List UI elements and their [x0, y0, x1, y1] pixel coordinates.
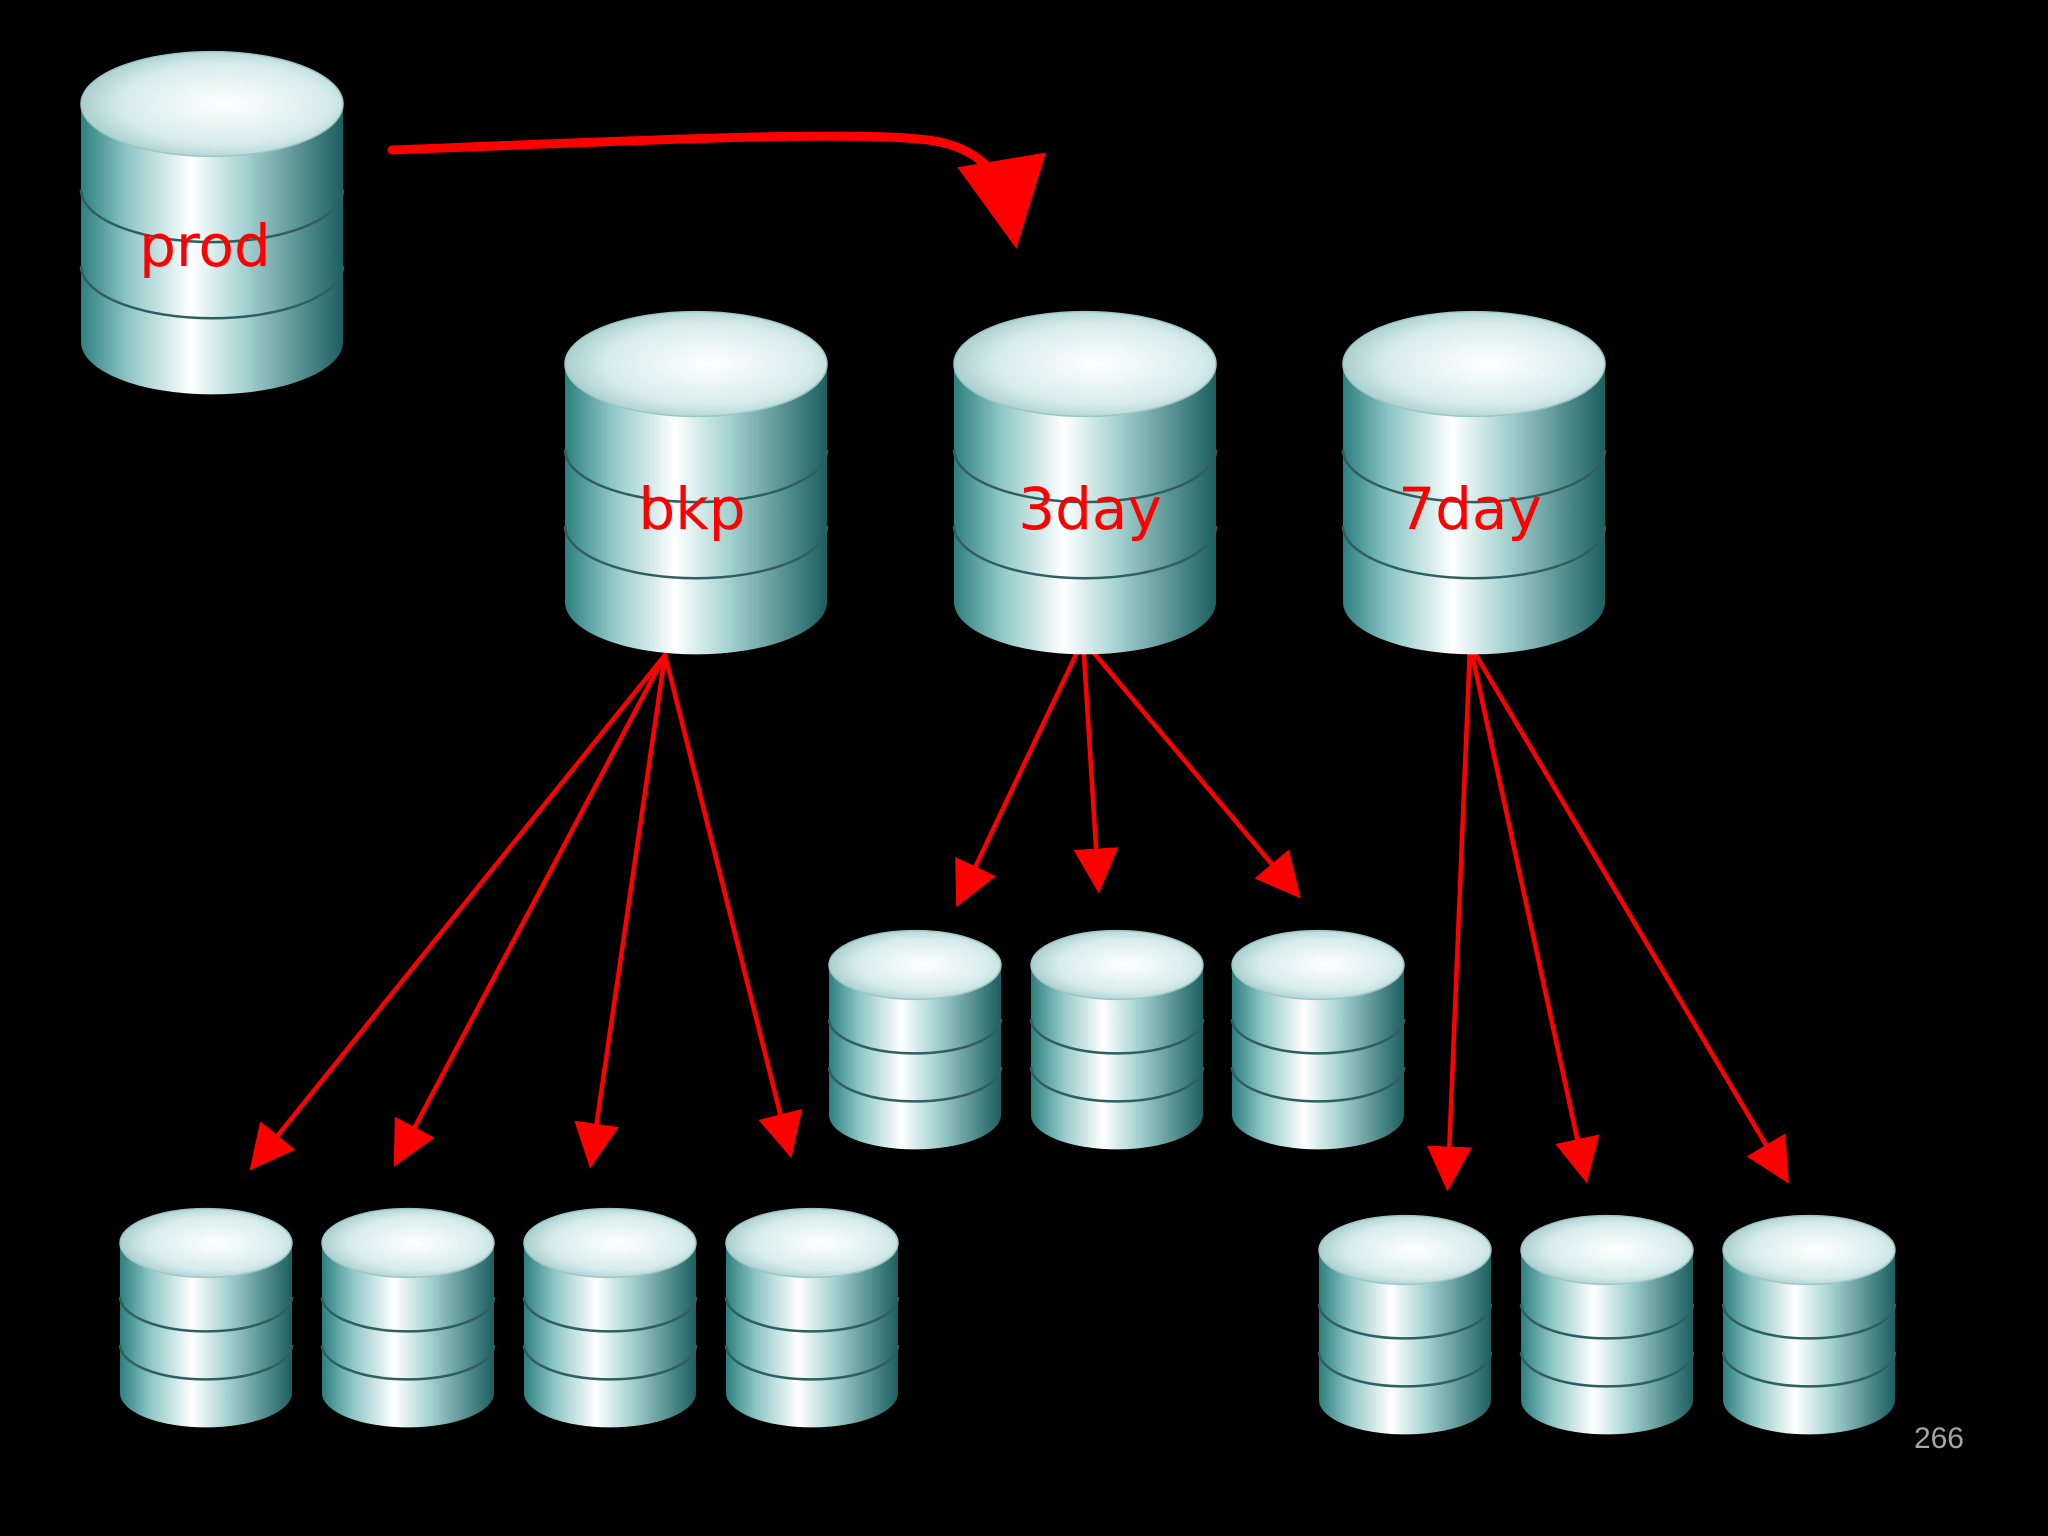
bkp-db-label: bkp [638, 475, 745, 543]
arrow-bkp-child-2 [393, 652, 668, 1167]
arrow-3day-child-2 [1073, 637, 1119, 894]
3day-child-db-icon-2 [1029, 929, 1205, 1150]
bkp-db-icon [563, 310, 829, 655]
arrow-7day-child-2 [1467, 642, 1600, 1184]
3day-db-label: 3day [1018, 475, 1162, 543]
bkp-child-db-icon-1 [118, 1207, 294, 1428]
arrow-3day-child-1 [955, 637, 1086, 908]
databases [79, 50, 1897, 1435]
bkp-child-db-icon-2 [320, 1207, 496, 1428]
arrow-7day-child-1 [1426, 642, 1473, 1192]
7day-db-label: 7day [1398, 475, 1542, 543]
page-number: 266 [1913, 1422, 1964, 1455]
arrow-prod-to-3day [387, 131, 1047, 249]
arrow-bkp-child-3 [574, 652, 668, 1169]
arrow-3day-child-3 [1080, 637, 1301, 899]
prod-db-label: prod [139, 212, 271, 280]
7day-child-db-icon-3 [1721, 1214, 1897, 1435]
7day-child-db-icon-2 [1519, 1214, 1695, 1435]
arrow-bkp-child-1 [249, 652, 668, 1171]
arrow-7day-child-3 [1467, 642, 1789, 1184]
bkp-child-db-icon-3 [522, 1207, 698, 1428]
arrows [249, 131, 1789, 1192]
3day-db-icon [952, 310, 1218, 655]
3day-child-db-icon-3 [1230, 929, 1406, 1150]
7day-child-db-icon-1 [1317, 1214, 1493, 1435]
7day-db-icon [1341, 310, 1607, 655]
prod-db-icon [79, 50, 345, 395]
bkp-child-db-icon-4 [724, 1207, 900, 1428]
arrow-bkp-child-4 [662, 652, 803, 1159]
3day-child-db-icon-1 [827, 929, 1003, 1150]
